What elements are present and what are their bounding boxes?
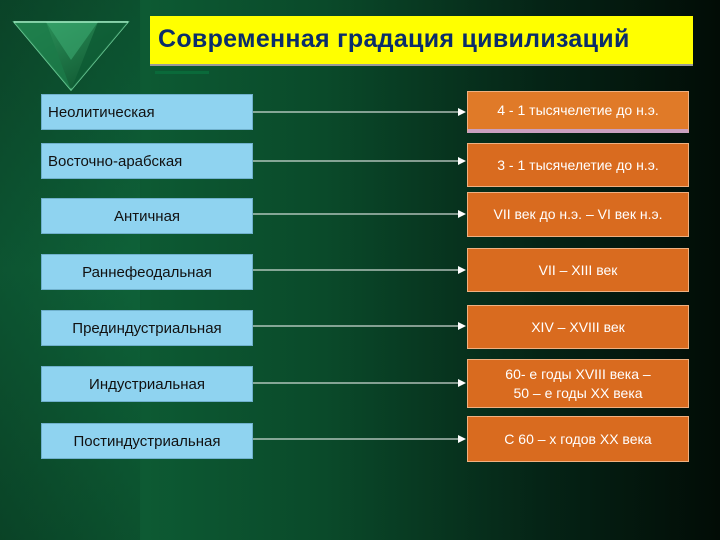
title-underline (155, 71, 209, 74)
civilization-label: Восточно-арабская (48, 152, 183, 170)
period-label: 4 - 1 тысячелетие до н.э. (497, 102, 659, 118)
civilization-box-early-feudal: Раннефеодальная (41, 254, 253, 290)
civilization-label: Прединдустриальная (72, 319, 222, 337)
civilization-label: Постиндустриальная (73, 432, 221, 450)
period-box-neolithic: 4 - 1 тысячелетие до н.э. (467, 91, 689, 133)
civilization-box-east-arab: Восточно-арабская (41, 143, 253, 179)
civilization-box-industrial: Индустриальная (41, 366, 253, 402)
civilization-label: Античная (113, 207, 181, 225)
civilization-label: Неолитическая (48, 103, 155, 121)
crystal-logo-icon (12, 21, 130, 92)
civilization-label: Индустриальная (89, 375, 205, 393)
period-label: VII – XIII век (538, 261, 618, 278)
civilization-box-neolithic: Неолитическая (41, 94, 253, 130)
civilization-box-antique: Античная (41, 198, 253, 234)
period-label-line-2: 50 – е годы XX века (513, 384, 643, 401)
period-label: VII век до н.э. – VI век н.э. (493, 206, 663, 222)
period-box-industrial: 60- е годы XVIII века – 50 – е годы XX в… (467, 359, 689, 408)
civilization-label: Раннефеодальная (82, 263, 212, 281)
period-label: XIV – XVIII век (531, 318, 625, 335)
civilization-box-postindustrial: Постиндустриальная (41, 423, 253, 459)
period-label: 3 - 1 тысячелетие до н.э. (497, 156, 659, 173)
slide-title: Современная градация цивилизаций (158, 25, 630, 53)
period-label-line-1: 60- е годы XVIII века – (505, 365, 651, 382)
period-box-postindustrial: С 60 – х годов XX века (467, 416, 689, 462)
title-box: Современная градация цивилизаций (150, 16, 693, 66)
period-label: С 60 – х годов XX века (504, 430, 652, 447)
period-box-east-arab: 3 - 1 тысячелетие до н.э. (467, 143, 689, 187)
period-box-antique: VII век до н.э. – VI век н.э. (467, 192, 689, 237)
period-box-preindustrial: XIV – XVIII век (467, 305, 689, 349)
period-box-early-feudal: VII – XIII век (467, 248, 689, 292)
civilization-box-preindustrial: Прединдустриальная (41, 310, 253, 346)
